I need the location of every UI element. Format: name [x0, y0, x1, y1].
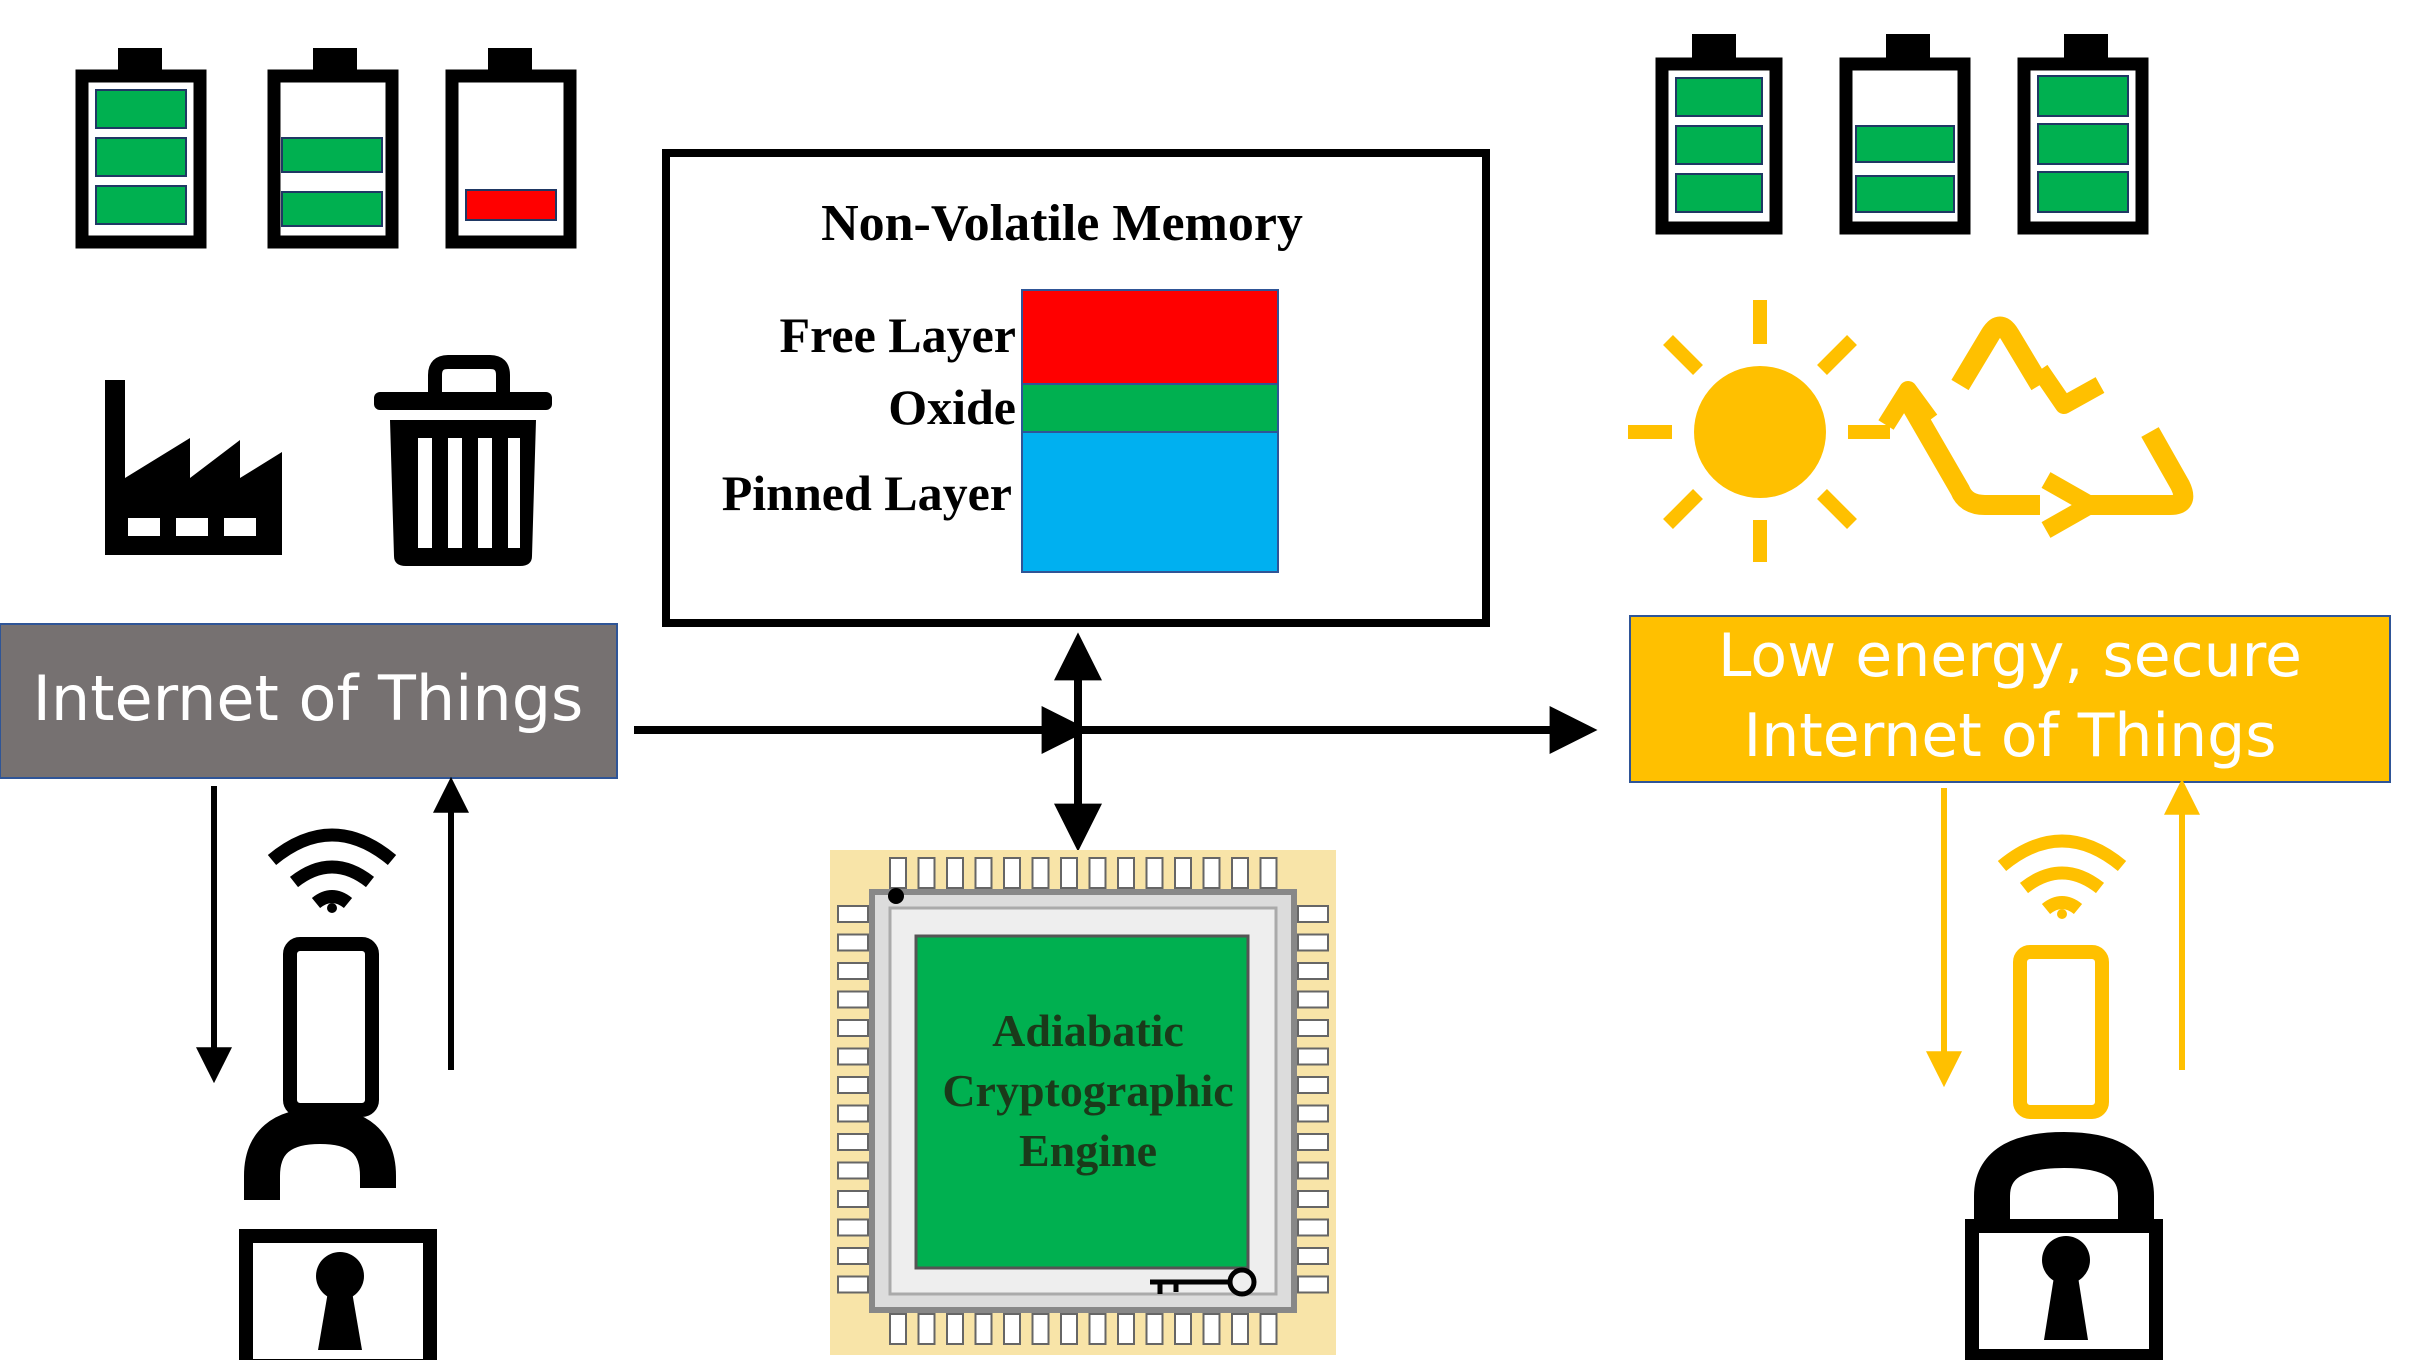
- chip-pin: [837, 962, 869, 980]
- chip-pin: [1297, 990, 1329, 1009]
- chip-pin: [1231, 857, 1249, 889]
- locked-padlock-icon: [1965, 1131, 2163, 1360]
- chip-pin: [837, 1218, 869, 1237]
- chip-pins-right: [1297, 905, 1329, 1294]
- chip-pin: [1297, 905, 1329, 923]
- chip-pin: [1060, 1313, 1078, 1345]
- battery-low-icon: [445, 48, 577, 249]
- chip-pin: [1297, 1019, 1329, 1037]
- chip-pin: [1259, 1313, 1278, 1345]
- chip-pin: [1297, 1247, 1329, 1265]
- chip-pin: [974, 857, 993, 889]
- chip-line2: Cryptographic: [942, 1065, 1233, 1116]
- chip-pin: [1088, 1313, 1107, 1345]
- chip-line1: Adiabatic: [992, 1005, 1184, 1056]
- chip-pins-left: [837, 905, 869, 1294]
- chip-pin: [1145, 1313, 1164, 1345]
- chip-pin: [837, 933, 869, 952]
- wifi-icon: [267, 828, 397, 913]
- chip-pin: [1297, 1076, 1329, 1094]
- nvm-box: Non-Volatile Memory Free Layer Oxide Pin…: [662, 149, 1490, 627]
- chip-pin: [917, 857, 936, 889]
- chip-pin: [1259, 857, 1278, 889]
- chip-pin: [1297, 1047, 1329, 1066]
- chip-pin: [1117, 857, 1135, 889]
- factory-icon: [105, 380, 282, 555]
- key-icon: [1150, 1267, 1257, 1297]
- free-layer-block: [1021, 289, 1279, 385]
- battery-medium-icon: [1839, 34, 1971, 235]
- chip-pin: [889, 1313, 907, 1345]
- chip-pin: [1297, 1133, 1329, 1151]
- chip-pin: [837, 1019, 869, 1037]
- chip-pin: [1297, 1218, 1329, 1237]
- chip-line3: Engine: [1019, 1125, 1157, 1176]
- chip-pin: [837, 1275, 869, 1294]
- chip-pin: [837, 1047, 869, 1066]
- unlocked-padlock-icon: [239, 1107, 437, 1360]
- secure-iot-line2: Internet of Things: [1744, 701, 2277, 771]
- battery-full-icon: [1655, 34, 1783, 235]
- chip-pin: [837, 905, 869, 923]
- battery-full-icon: [75, 48, 207, 249]
- chip-pin: [837, 990, 869, 1009]
- chip-pin: [1117, 1313, 1135, 1345]
- chip-pin: [837, 1161, 869, 1180]
- chip-pin: [837, 1104, 869, 1123]
- recycle-icon: [1878, 316, 2194, 538]
- chip-pin: [1297, 962, 1329, 980]
- chip-pin: [917, 1313, 936, 1345]
- nvm-title: Non-Volatile Memory: [821, 195, 1303, 252]
- chip-pin: [946, 857, 964, 889]
- chip-pin: [1031, 857, 1050, 889]
- chip-pins-bottom: [889, 1313, 1278, 1345]
- chip-pin: [1202, 857, 1221, 889]
- chip-pin: [946, 1313, 964, 1345]
- chip-pin: [889, 857, 907, 889]
- chip-pin: [1031, 1313, 1050, 1345]
- chip-pin: [837, 1190, 869, 1208]
- sun-icon: [1628, 300, 1890, 562]
- chip-pin: [1297, 1161, 1329, 1180]
- chip-pin: [1145, 857, 1164, 889]
- chip-pin: [974, 1313, 993, 1345]
- chip-pin: [1003, 1313, 1021, 1345]
- pinned-layer-label: Pinned Layer: [722, 465, 1012, 521]
- chip-pin: [1060, 857, 1078, 889]
- chip-pin: [1231, 1313, 1249, 1345]
- chip-pin: [1297, 1190, 1329, 1208]
- chip-pin: [1297, 933, 1329, 952]
- trash-icon: [374, 355, 552, 566]
- iot-box: Internet of Things: [0, 623, 618, 779]
- phone-icon: [2013, 945, 2109, 1119]
- free-layer-label: Free Layer: [780, 307, 1016, 363]
- phone-icon: [283, 937, 379, 1117]
- battery-medium-icon: [267, 48, 399, 249]
- chip-pin: [837, 1076, 869, 1094]
- chip-pin: [1174, 1313, 1192, 1345]
- iot-label: Internet of Things: [33, 662, 584, 735]
- chip-pin: [1003, 857, 1021, 889]
- chip-pin: [1202, 1313, 1221, 1345]
- secure-iot-box: Low energy, secure Internet of Things: [1629, 615, 2391, 783]
- chip-pins-top: [889, 857, 1278, 889]
- secure-iot-line1: Low energy, secure: [1718, 621, 2302, 691]
- wifi-icon: [1997, 834, 2127, 919]
- chip-pin: [837, 1247, 869, 1265]
- battery-full-icon: [2017, 34, 2149, 235]
- chip-pin: [1297, 1275, 1329, 1294]
- pinned-layer-block: [1021, 431, 1279, 573]
- chip-pin: [1088, 857, 1107, 889]
- chip-pin: [837, 1133, 869, 1151]
- chip-pin: [1174, 857, 1192, 889]
- chip-icon: Adiabatic Cryptographic Engine: [830, 850, 1336, 1355]
- chip-pin: [1297, 1104, 1329, 1123]
- oxide-label: Oxide: [888, 379, 1016, 435]
- oxide-block: [1021, 383, 1279, 433]
